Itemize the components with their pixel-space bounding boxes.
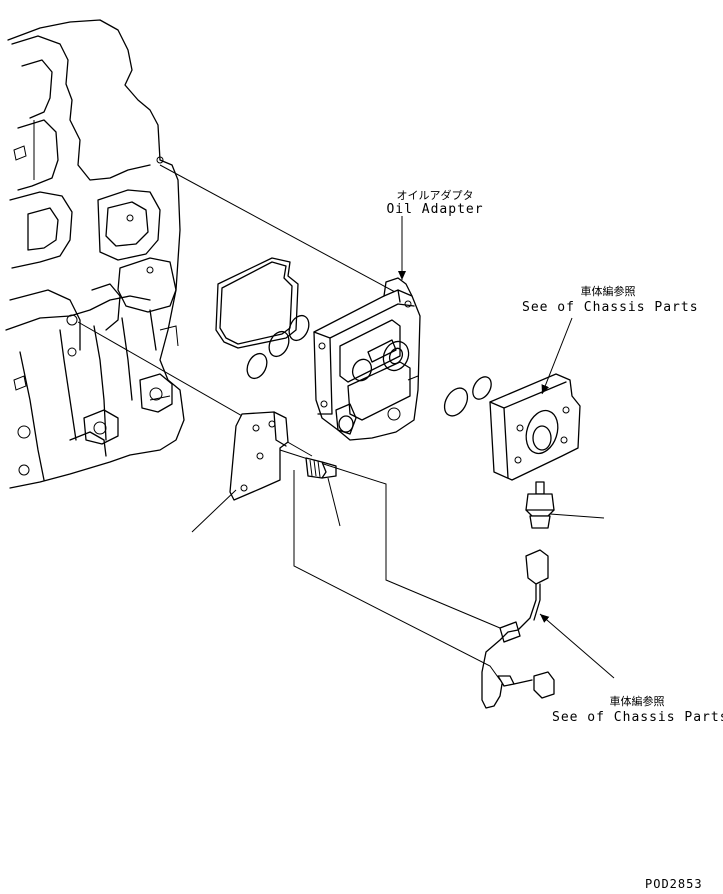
oil-adapter-label-jp: オイルアダプタ (396, 189, 474, 202)
assembly-lines (77, 164, 501, 681)
wire-harness (481, 549, 555, 709)
bolt (305, 457, 341, 527)
chassis-parts-label-bottom-en: See of Chassis Parts (552, 710, 723, 725)
pressure-sensor (525, 481, 605, 529)
engine-block (5, 19, 185, 489)
gasket (215, 257, 299, 349)
harness-leader (539, 613, 615, 679)
chassis-parts-label-bottom-jp: 車体編参照 (609, 695, 665, 708)
drawing-number: POD2853 (645, 877, 703, 891)
chassis-parts-label-top-en: See of Chassis Parts (522, 300, 699, 315)
oil-adapter-label-en: Oil Adapter (386, 202, 484, 217)
o-rings-left (246, 314, 310, 380)
o-rings-right (443, 376, 492, 417)
chassis-parts-label-top-jp: 車体編参照 (580, 285, 636, 298)
cover-block-leader (541, 317, 573, 395)
oil-adapter (313, 277, 421, 441)
bracket (191, 411, 289, 533)
cover-block (489, 373, 581, 481)
